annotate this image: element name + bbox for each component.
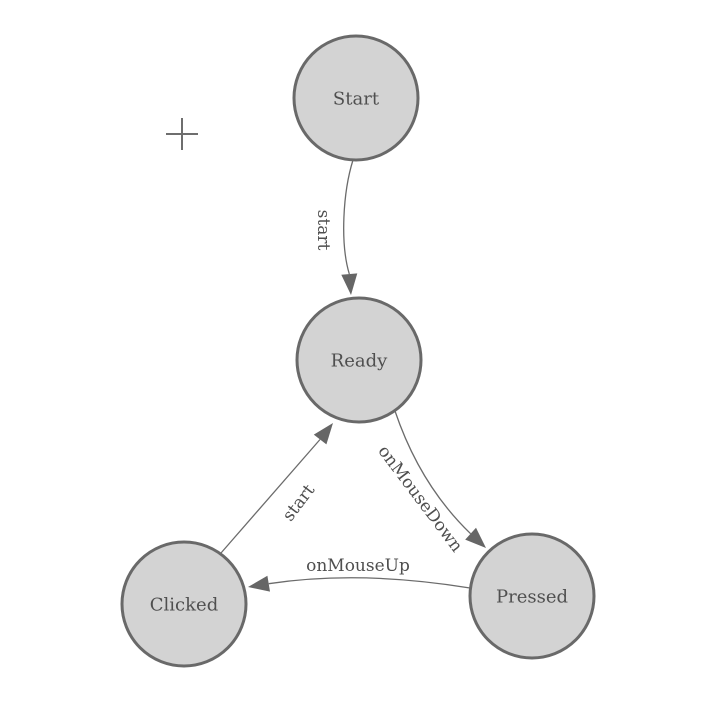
transition-label[interactable]: start (279, 481, 320, 526)
state-node-ready[interactable]: Ready (295, 296, 423, 424)
arrowhead-icon (313, 423, 333, 445)
transition-pressed-to-clicked[interactable]: onMouseUp (248, 556, 471, 592)
transition-path[interactable] (220, 439, 321, 554)
transition-path[interactable] (343, 159, 354, 275)
state-circle-clicked[interactable] (120, 540, 248, 668)
state-label-pressed: Pressed (496, 586, 568, 607)
state-label-ready: Ready (331, 350, 388, 371)
state-node-start[interactable]: Start (292, 34, 420, 162)
transition-label[interactable]: onMouseUp (306, 556, 410, 576)
state-circle-pressed[interactable] (468, 532, 596, 660)
transition-start-to-ready[interactable]: start (313, 159, 358, 295)
arrowhead-icon (341, 273, 358, 295)
transition-label[interactable]: onMouseDown (374, 442, 467, 556)
transition-ready-to-pressed[interactable]: onMouseDown (374, 410, 486, 556)
state-node-clicked[interactable]: Clicked (120, 540, 248, 668)
state-circle-ready[interactable] (295, 296, 423, 424)
transition-clicked-to-ready[interactable]: start (220, 423, 333, 554)
arrowhead-icon (465, 527, 486, 548)
transition-path[interactable] (394, 410, 472, 535)
transition-label[interactable]: start (313, 210, 333, 251)
state-circle-start[interactable] (292, 34, 420, 162)
transition-path[interactable] (268, 577, 471, 589)
state-label-clicked: Clicked (150, 594, 218, 615)
crosshair-marker (166, 118, 198, 150)
state-node-pressed[interactable]: Pressed (468, 532, 596, 660)
arrowhead-icon (248, 575, 270, 592)
state-label-start: Start (333, 88, 380, 109)
